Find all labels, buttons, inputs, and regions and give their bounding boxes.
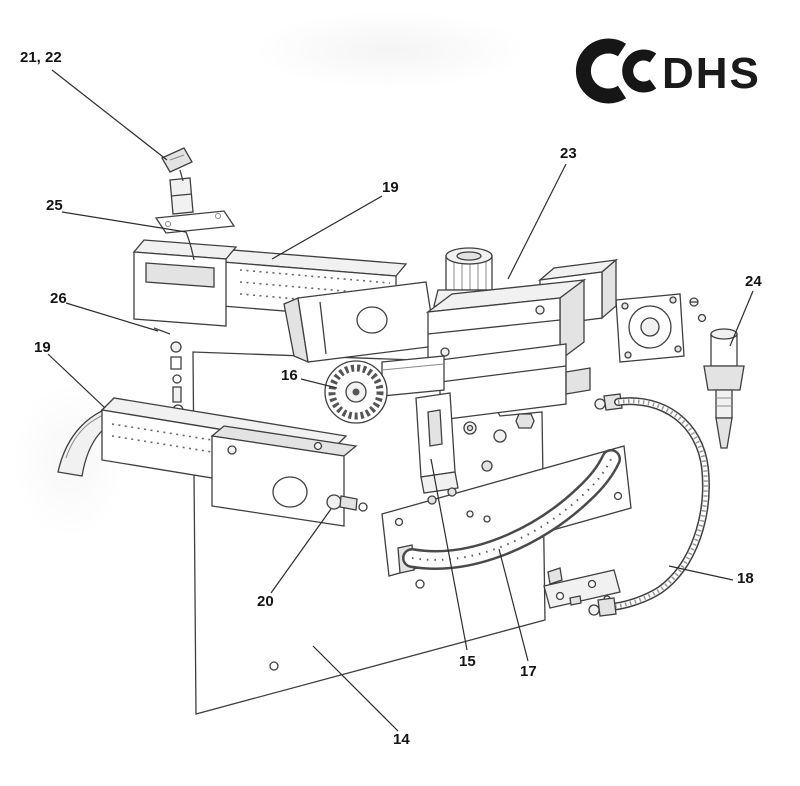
leader-25 [61,211,187,233]
bottom-bracket [543,567,621,609]
mount-bracket-15 [415,392,459,505]
flex-hose-18 [588,393,710,617]
igniter-assembly [154,147,236,261]
leader-14 [312,645,399,732]
part-label-23: 23 [560,145,577,162]
part-label-15: 15 [459,653,476,670]
small-fittings-26 [153,327,184,416]
leader-23 [507,163,567,280]
part-label-21-22: 21, 22 [20,49,62,66]
leader-17 [498,548,529,662]
part-label-26: 26 [50,290,67,307]
logo-outer-crescent-icon [575,38,627,104]
leader-lines [47,69,754,732]
sensor-24 [703,328,745,449]
leader-19-upper [271,195,383,260]
part-label-14: 14 [393,731,410,748]
curved-duct-17 [397,449,621,574]
leader-24 [729,290,754,347]
round-flange [615,293,707,363]
leader-20 [270,508,332,594]
burner-tube-upper [132,239,437,364]
leader-19-lower [47,353,106,409]
logo-text: DHS [662,49,761,98]
part-label-18: 18 [737,570,754,587]
gas-valve-assembly [425,247,619,472]
dhs-logo: DHS [575,38,761,104]
leader-15 [430,458,468,651]
part-label-24: 24 [745,273,762,290]
leader-18 [668,565,734,581]
leader-21-22 [51,69,168,161]
part-label-19-lower: 19 [34,339,51,356]
part-label-19-upper: 19 [382,179,399,196]
leader-16 [300,378,338,389]
part-labels: 21, 22 25 26 19 19 23 24 16 20 18 15 17 … [20,49,762,748]
logo-inner-crescent-icon [622,49,657,93]
fitting-20 [326,494,368,512]
leader-26 [65,302,159,332]
part-label-20: 20 [257,593,274,610]
burner-tube-lower [57,397,358,527]
part-label-17: 17 [520,663,537,680]
inlet-pipe-16 [324,355,445,424]
part-label-16: 16 [281,367,298,384]
part-label-25: 25 [46,197,63,214]
